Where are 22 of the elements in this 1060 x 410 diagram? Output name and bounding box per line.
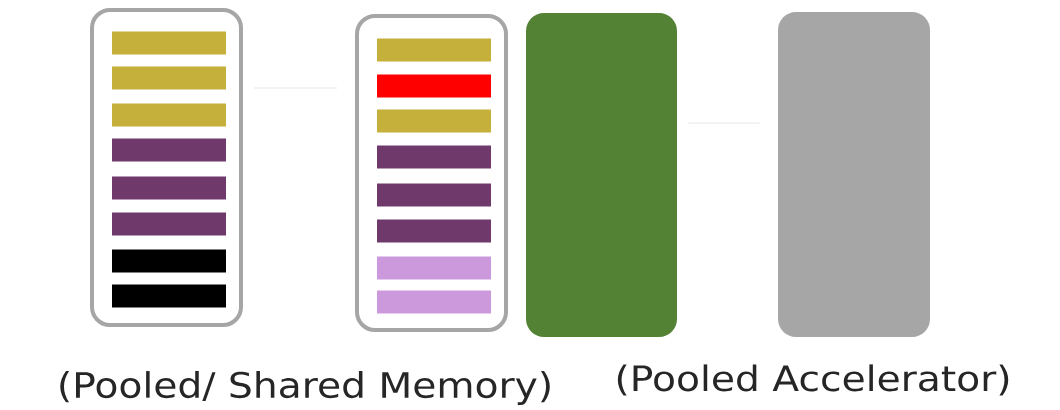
bar (377, 183, 491, 207)
rounded-block (778, 12, 930, 337)
bar (112, 284, 226, 308)
bar (112, 212, 226, 236)
bar (377, 256, 491, 280)
caption-text: (Pooled Accelerator) (617, 364, 1009, 396)
bar (377, 145, 491, 169)
bar (377, 74, 491, 98)
bar (112, 138, 226, 162)
rounded-frame (355, 14, 508, 332)
bar (112, 66, 226, 90)
bar (112, 249, 226, 273)
caption-text: (Pooled/ Shared Memory) (60, 371, 550, 405)
bar (377, 38, 491, 62)
rounded-block (526, 13, 677, 337)
bar (377, 219, 491, 243)
bar (377, 109, 491, 133)
bar (112, 176, 226, 200)
bar (112, 103, 226, 127)
bar (112, 31, 226, 55)
bar (377, 290, 491, 314)
rounded-frame (90, 8, 243, 327)
